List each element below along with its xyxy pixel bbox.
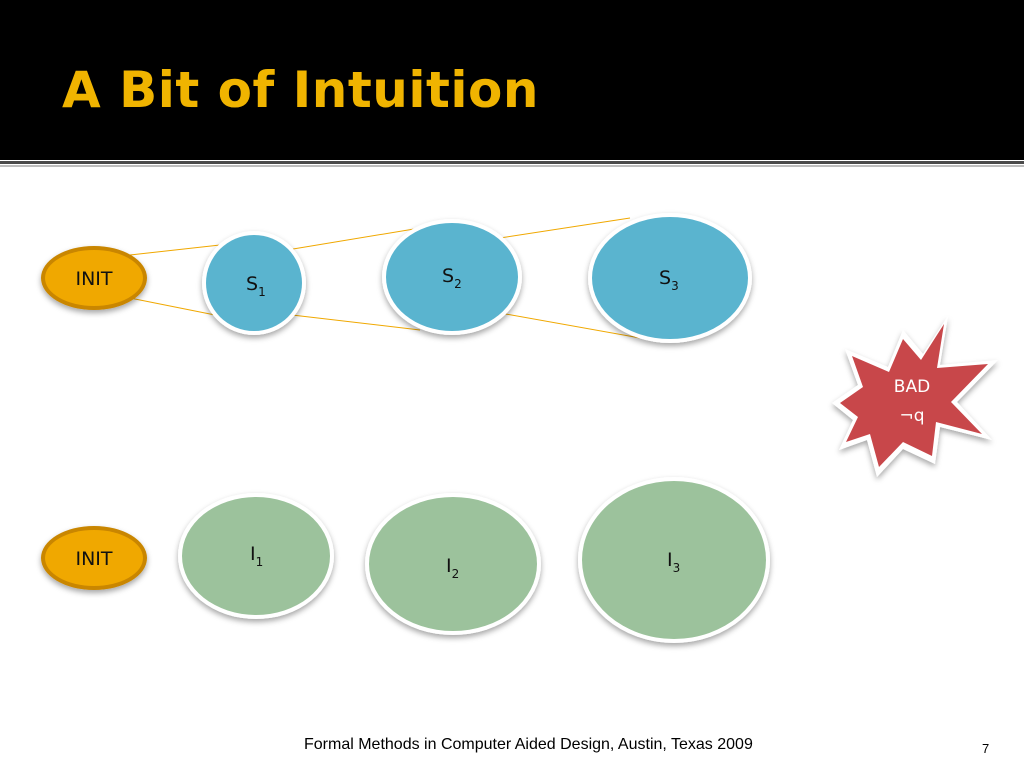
slide-footer: Formal Methods in Computer Aided Design,… xyxy=(304,736,753,753)
connector-init-s1-bottom xyxy=(129,297,221,317)
title-bar: A Bit of Intuition xyxy=(0,0,1024,160)
connector-s2-s3-bottom xyxy=(499,312,641,339)
invariant-node-i2: I2 xyxy=(365,493,541,635)
invariant-label-i1: I1 xyxy=(250,543,263,569)
bad-label: BAD xyxy=(894,377,930,397)
connector-lines xyxy=(129,217,641,339)
invariant-node-i1: I1 xyxy=(178,493,334,619)
page-number: 7 xyxy=(982,741,990,756)
init-label-top: INIT xyxy=(75,268,112,290)
connector-s1-s2-bottom xyxy=(274,312,421,331)
state-node-s2: S2 xyxy=(382,219,522,335)
connector-s1-s2-top xyxy=(274,227,421,253)
state-node-s3: S3 xyxy=(588,213,752,343)
init-node-top: INIT xyxy=(41,246,147,310)
header-divider xyxy=(0,161,1024,164)
state-label-s2: S2 xyxy=(442,265,462,291)
connector-init-s1-top xyxy=(129,244,221,256)
header-divider-light xyxy=(0,165,1024,167)
bad-state-starburst: BAD ¬q xyxy=(832,316,998,477)
invariant-label-i3: I3 xyxy=(667,549,680,575)
state-label-s3: S3 xyxy=(659,267,679,293)
connector-s2-s3-top xyxy=(499,217,631,239)
init-node-bottom: INIT xyxy=(41,526,147,590)
state-node-s1: S1 xyxy=(202,231,306,335)
init-label-bottom: INIT xyxy=(75,548,112,570)
invariant-label-i2: I2 xyxy=(446,555,459,581)
slide-title: A Bit of Intuition xyxy=(62,61,539,119)
bad-predicate: ¬q xyxy=(899,406,924,426)
state-label-s1: S1 xyxy=(246,273,266,299)
invariant-node-i3: I3 xyxy=(578,477,770,643)
